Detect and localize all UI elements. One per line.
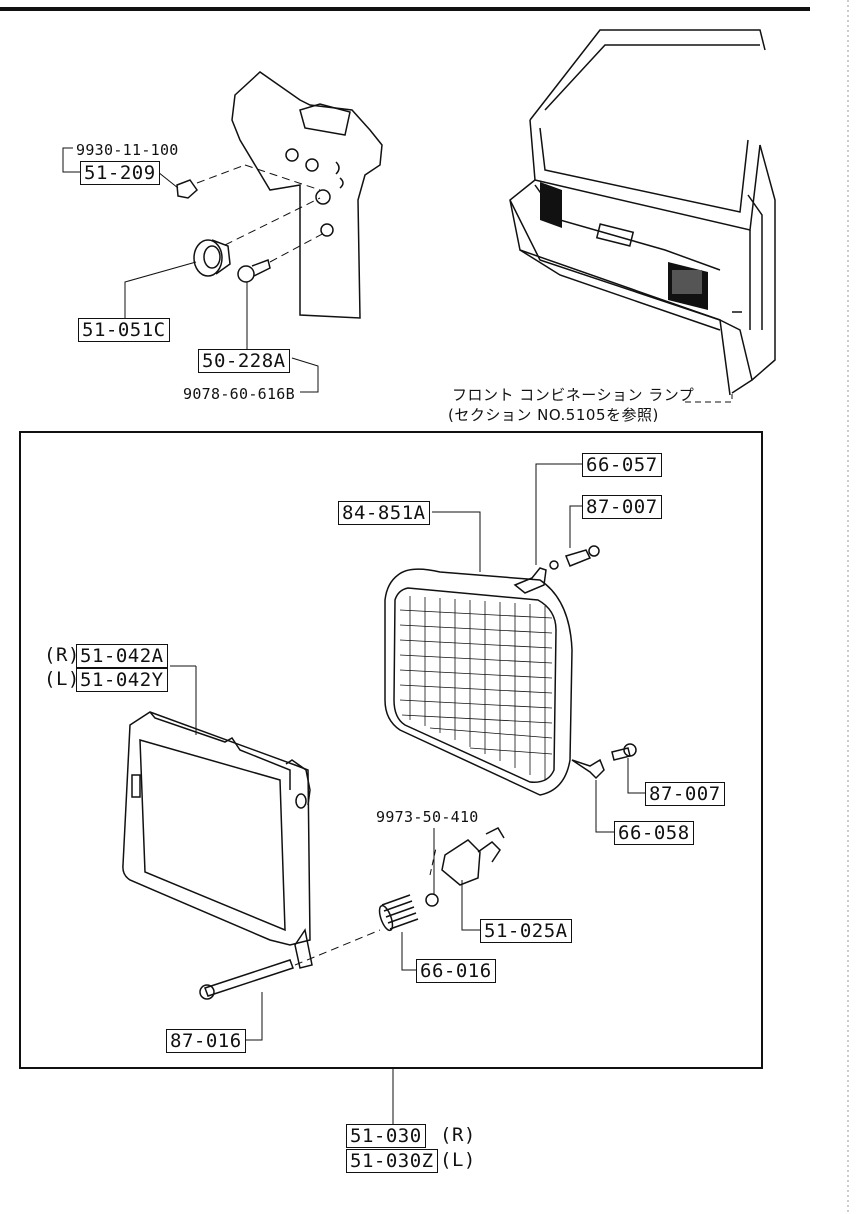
lamp-lens-grid xyxy=(399,596,553,780)
assembly-left-tag: (L) xyxy=(440,1149,476,1171)
part-label-51-042a: 51-042A xyxy=(76,644,168,668)
assembly-right-tag: (R) xyxy=(440,1124,476,1146)
part-label-51-209: 51-209 xyxy=(80,161,160,185)
part-label-87-016: 87-016 xyxy=(166,1029,246,1053)
part-label-9930-11-100: 9930-11-100 xyxy=(76,141,179,159)
truck-illustration xyxy=(509,29,776,396)
part-label-9973-50-410: 9973-50-410 xyxy=(376,808,479,826)
assembly-frame-box xyxy=(19,431,763,1069)
part-label-87-007-bottom: 87-007 xyxy=(645,782,725,806)
part-label-51-042y: 51-042Y xyxy=(76,668,168,692)
note-dashed-leader xyxy=(685,394,733,403)
front-combination-lamp-note: フロント コンビネーション ランプ xyxy=(452,386,695,404)
part-label-84-851a: 84-851A xyxy=(338,501,430,525)
headlamp-rim-illustration xyxy=(122,711,313,969)
right-headlamp-lens xyxy=(672,270,702,294)
spring-coil-shape xyxy=(378,894,419,932)
part-label-51-030: 51-030 xyxy=(346,1124,426,1148)
right-side-tag: (R) xyxy=(44,644,80,666)
part-label-51-025a: 51-025A xyxy=(480,919,572,943)
section-reference-note: (セクション NO.5105を参照) xyxy=(448,406,659,424)
lamp-bracket-illustrations xyxy=(513,545,637,780)
part-label-9078-60-616b: 9078-60-616B xyxy=(183,385,295,403)
bracket-dashed-lines xyxy=(196,164,327,263)
adjuster-parts-illustration xyxy=(199,827,505,1000)
rim-leader-lines xyxy=(170,665,197,735)
part-label-66-016: 66-016 xyxy=(416,959,496,983)
screw-illustration xyxy=(237,259,271,283)
grommet-illustration xyxy=(193,239,231,277)
left-headlamp-shape xyxy=(540,182,562,228)
adjuster-leader-lines xyxy=(244,828,482,1041)
part-label-87-007-top: 87-007 xyxy=(582,495,662,519)
part-label-66-058: 66-058 xyxy=(614,821,694,845)
part-label-66-057: 66-057 xyxy=(582,453,662,477)
sealed-beam-lamp-illustration xyxy=(384,568,573,796)
part-label-50-228a: 50-228A xyxy=(198,349,290,373)
bracket-leader-lines xyxy=(62,147,319,393)
clip-illustration xyxy=(176,179,198,199)
part-label-51-030z: 51-030Z xyxy=(346,1149,438,1173)
left-side-tag: (L) xyxy=(44,668,80,690)
bracket-illustration xyxy=(231,71,383,319)
lamp-leader-lines xyxy=(432,463,645,833)
part-label-51-051c: 51-051C xyxy=(78,318,170,342)
